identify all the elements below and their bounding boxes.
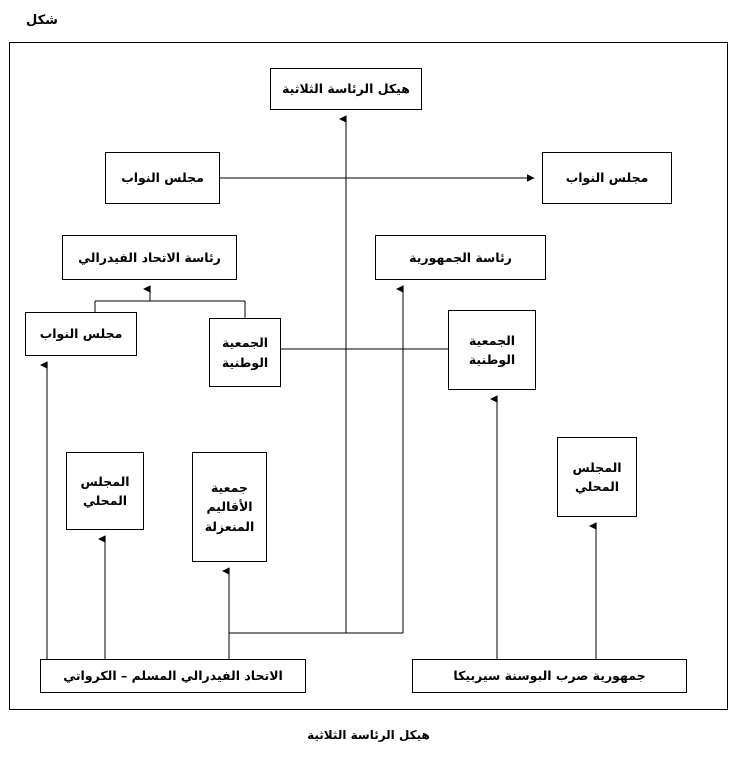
node-federation-presidency[interactable]: رئاسة الاتحاد الفيدرالي <box>62 235 237 280</box>
node-label: مجلس النواب <box>565 170 649 186</box>
node-label: رئاسة الاتحاد الفيدرالي <box>78 249 221 265</box>
node-label: مجلس النواب <box>121 170 204 186</box>
node-label-line-1: الجمعية <box>468 332 516 348</box>
node-label: هيكل الرئاسة الثلاثية <box>282 81 410 97</box>
node-republika-srpska[interactable]: جمهورية صرب البوسنة سيربيكا <box>412 659 687 693</box>
node-national-assembly-right[interactable]: الجمعية الوطنية <box>448 310 536 390</box>
figure-caption: هيكل الرئاسة الثلاثية <box>307 728 430 742</box>
node-label-line-3: المنعزلة <box>204 518 255 534</box>
node-house-of-representatives-small[interactable]: مجلس النواب <box>25 312 137 356</box>
figure-frame-border <box>9 42 728 710</box>
figure-label: شكل <box>26 13 58 28</box>
node-house-of-representatives-right[interactable]: مجلس النواب <box>542 152 672 204</box>
node-label-line-2: الوطنية <box>468 352 516 367</box>
node-local-council-left[interactable]: المجلس المحلي <box>66 452 144 530</box>
node-label-line-2: الأقاليم <box>206 499 253 515</box>
node-local-council-right[interactable]: المجلس المحلي <box>557 437 637 517</box>
node-label-line-2: المحلي <box>574 479 620 494</box>
node-label: مجلس النواب <box>39 326 123 342</box>
node-label-line-2: المحلي <box>82 493 128 508</box>
node-label-line-1: المجلس <box>80 473 130 489</box>
node-label: الاتحاد الفيدرالي المسلم – الكرواتي <box>63 668 283 684</box>
node-label-line-1: جمعية <box>210 479 249 495</box>
node-label: رئاسة الجمهورية <box>409 249 512 265</box>
node-label: جمهورية صرب البوسنة سيربيكا <box>453 668 646 684</box>
node-label-line-1: الجمعية <box>221 335 269 351</box>
node-republic-presidency[interactable]: رئاسة الجمهورية <box>375 235 546 280</box>
node-house-of-representatives-left[interactable]: مجلس النواب <box>105 152 220 204</box>
node-tripartite-presidency[interactable]: هيكل الرئاسة الثلاثية <box>270 68 422 110</box>
node-muslim-croat-federation[interactable]: الاتحاد الفيدرالي المسلم – الكرواتي <box>40 659 306 693</box>
node-label-line-1: المجلس <box>572 459 622 475</box>
node-label-line-2: الوطنية <box>221 354 269 370</box>
node-isolated-regions-assembly[interactable]: جمعية الأقاليم المنعزلة <box>192 452 267 562</box>
node-national-assembly-left[interactable]: الجمعية الوطنية <box>209 318 281 387</box>
